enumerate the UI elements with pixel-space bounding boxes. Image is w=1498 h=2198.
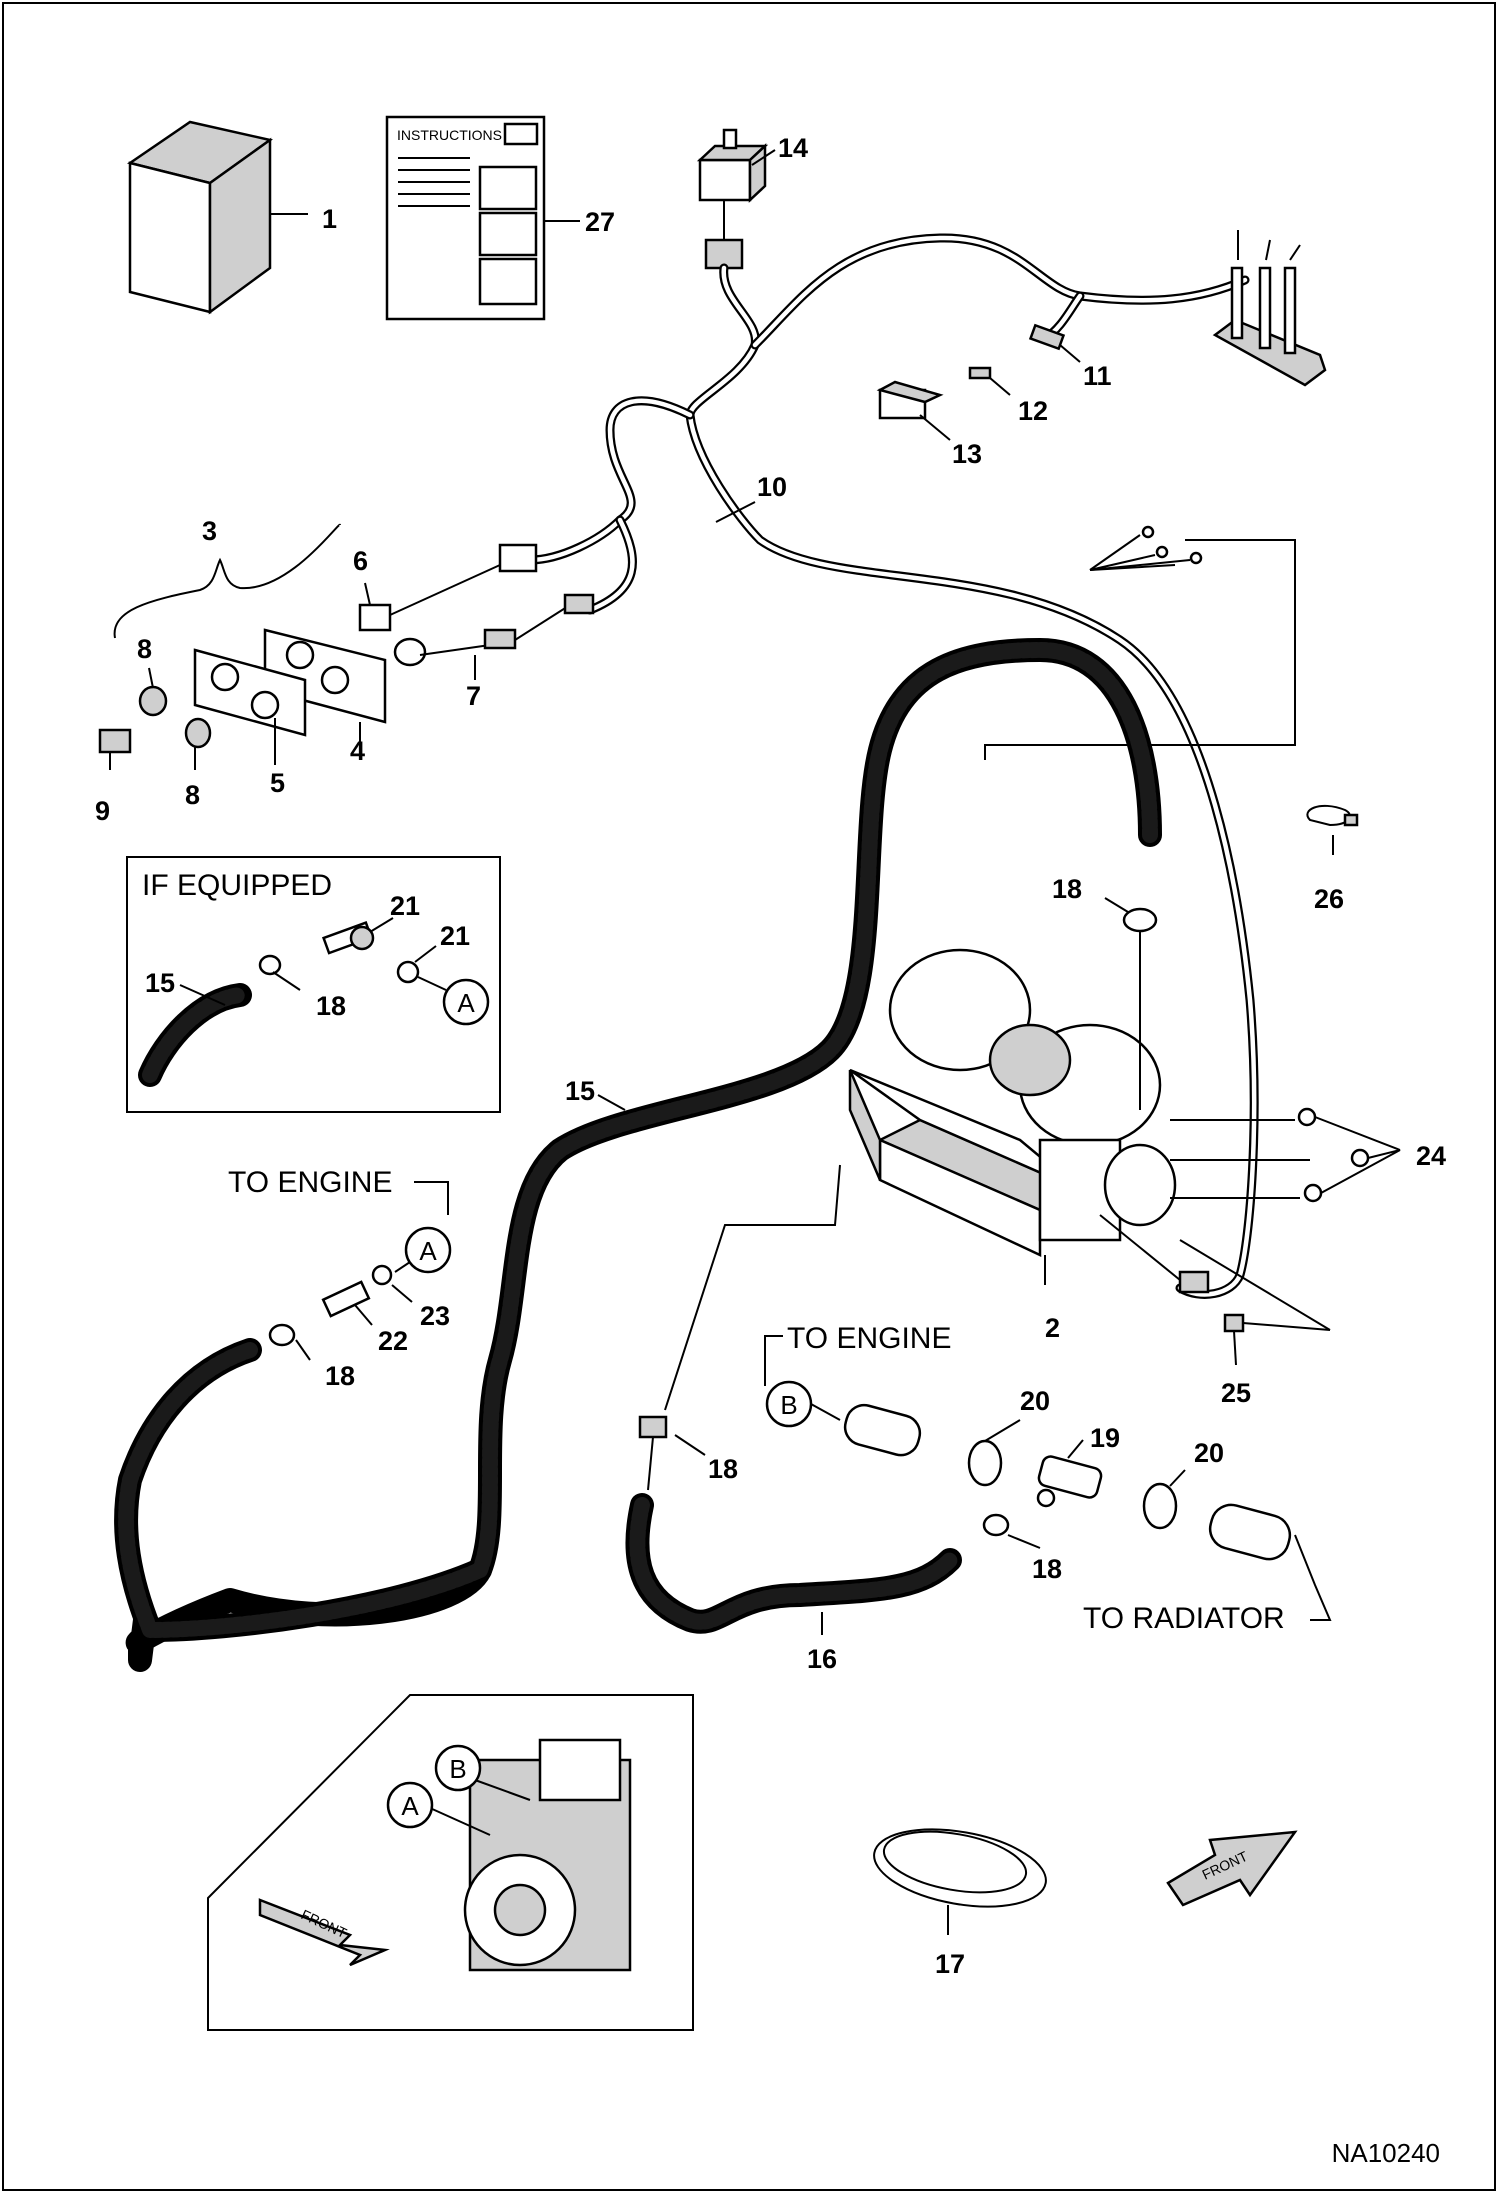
instructions-label: INSTRUCTIONS [397,127,502,143]
callout-20-right: 20 [1194,1438,1224,1468]
part-14-relay [696,128,776,270]
to-engine-a-label: TO ENGINE [228,1166,392,1199]
part-3-switch-panel-group [113,523,341,639]
callout-27: 27 [585,207,615,237]
callout-17: 17 [935,1949,965,1979]
callout-18-top: 18 [1052,874,1082,904]
part-17-hose-coil [873,1828,1047,1935]
callout-23: 23 [420,1301,450,1331]
part-5-faceplate [193,648,307,765]
to-engine-b-label: TO ENGINE [787,1322,951,1355]
to-engine-b-fittings [764,1335,1332,1621]
callout-10: 10 [757,472,787,502]
callout-21-lower: 21 [440,921,470,951]
callout-26: 26 [1314,884,1344,914]
callout-25: 25 [1221,1378,1251,1408]
part-8-knob-upper [138,667,168,717]
part-27-instructions [385,115,580,321]
harness-ring-terminals [984,525,1296,760]
callout-8-lower: 8 [185,780,200,810]
callout-7: 7 [466,681,481,711]
callout-21-upper: 21 [390,891,420,921]
part-12-terminal [968,366,1011,396]
callout-2: 2 [1045,1313,1060,1343]
callout-18-a: 18 [325,1361,355,1391]
part-24-nuts [1297,1107,1401,1203]
marker-b-engine: B [449,1754,466,1784]
part-2-heater-unit [664,948,1331,1411]
callout-13: 13 [952,439,982,469]
callout-15-inset: 15 [145,968,175,998]
inset-if-equipped [126,856,501,1113]
callout-18-b: 18 [708,1454,738,1484]
part-1-box [126,120,308,315]
callout-22: 22 [378,1326,408,1356]
front-arrow-right [1166,1830,1298,1907]
to-radiator-label: TO RADIATOR [1083,1602,1285,1635]
callout-12: 12 [1018,396,1048,426]
part-8-knob-lower [184,717,212,770]
part-7-blower-switch [393,593,595,680]
part-16-return-hose [625,1415,962,1635]
part-9-rocker-switch [98,728,132,770]
to-engine-a-fittings [268,1181,452,1361]
marker-a-engine: A [401,1791,419,1821]
callout-18-inset: 18 [316,991,346,1021]
callout-20-left: 20 [1020,1386,1050,1416]
callout-16: 16 [807,1644,837,1674]
part-15-heater-hose [114,638,1162,1672]
harness-terminal-block [1212,230,1327,387]
part-26-tie-strap [1306,804,1359,855]
callout-9: 9 [95,796,110,826]
callout-24: 24 [1416,1141,1446,1171]
callout-5: 5 [270,768,285,798]
callout-19: 19 [1090,1423,1120,1453]
callout-14: 14 [778,133,808,163]
callout-4: 4 [350,736,365,766]
callout-8-upper: 8 [137,634,152,664]
part-13-cover [876,380,951,441]
callout-11: 11 [1083,361,1112,391]
marker-a-main: A [419,1236,437,1266]
part-25-bolt [1178,1270,1331,1366]
engine-inset [207,1694,694,2031]
callout-1: 1 [322,204,337,234]
callout-3: 3 [202,516,217,546]
clamp-18-top [1104,897,1158,1110]
drawing-id: NA10240 [1332,2138,1440,2168]
part-6-switch [358,543,538,632]
marker-b-main: B [780,1390,797,1420]
callout-15-main: 15 [565,1076,595,1106]
if-equipped-label: IF EQUIPPED [142,869,332,902]
callout-18-c: 18 [1032,1554,1062,1584]
callout-6: 6 [353,546,368,576]
marker-a-inset: A [457,988,475,1018]
part-11-connector [1028,323,1081,363]
